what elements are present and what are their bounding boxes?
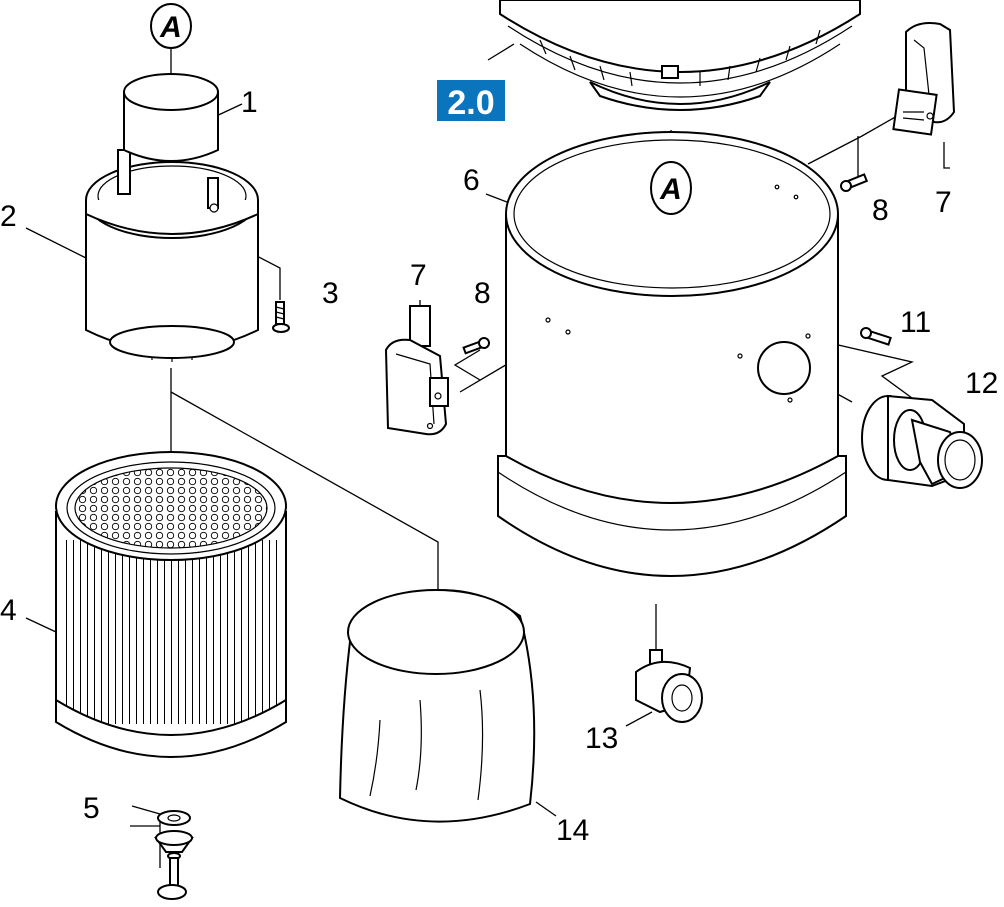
callout-11: 11 [900, 306, 931, 339]
part-latch-right [892, 22, 956, 136]
callout-13: 13 [585, 722, 618, 755]
part-screw-8-left [462, 337, 490, 355]
callout-8-left: 8 [474, 277, 491, 310]
callout-2: 2 [0, 200, 17, 233]
part-cartridge-filter [55, 451, 287, 758]
callout-12: 12 [965, 367, 998, 400]
callout-5: 5 [83, 792, 100, 825]
callout-7-left: 7 [410, 259, 427, 292]
callout-3: 3 [322, 277, 339, 310]
part-filter-basket [85, 73, 259, 362]
part-screw-8-right [840, 173, 869, 192]
part-latch-left [384, 305, 449, 436]
part-screw-3 [272, 301, 290, 333]
callout-14: 14 [556, 814, 589, 847]
marker-a-center: A [650, 161, 692, 215]
callout-4: 4 [0, 594, 17, 627]
callout-6: 6 [463, 164, 480, 197]
marker-a-top: A [150, 3, 192, 49]
callout-7-right: 7 [935, 186, 952, 219]
callout-numbers: 1 2 3 4 5 6 7 7 8 8 11 12 13 14 [0, 86, 998, 847]
marker-a-center-letter: A [659, 173, 682, 206]
version-badge-label: 2.0 [447, 84, 494, 122]
callout-1: 1 [241, 86, 258, 119]
part-filter-bag [338, 589, 536, 823]
marker-a-top-letter: A [159, 11, 182, 44]
part-fastener-set [154, 810, 194, 900]
part-caster [635, 649, 703, 723]
callout-8-right: 8 [872, 194, 889, 227]
part-lid [499, 0, 861, 111]
part-screw-11 [860, 327, 892, 346]
part-hose-connector [861, 394, 983, 489]
version-badge: 2.0 [437, 80, 505, 122]
